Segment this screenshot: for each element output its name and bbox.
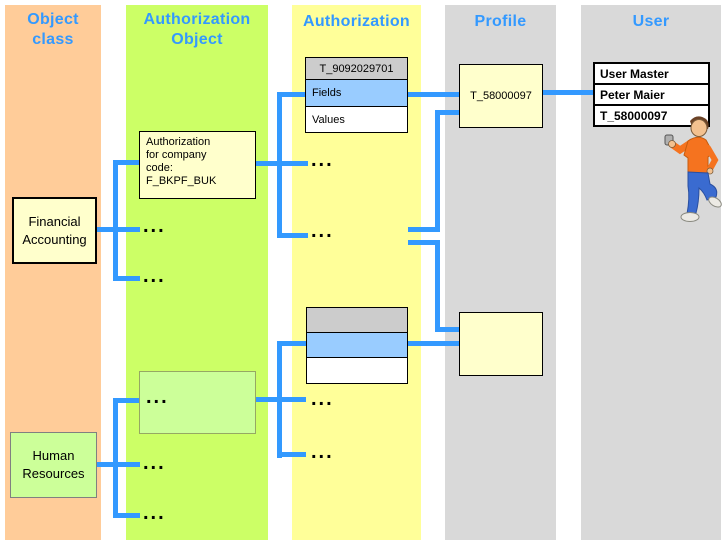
authorization-table-1-values-row: Values: [305, 106, 408, 133]
connector-hr-branch: [113, 398, 118, 518]
connector-profile1-down: [435, 110, 440, 232]
placeholder-dots-auth-4: ...: [311, 441, 334, 463]
column-header-object-class: Object class: [27, 11, 79, 48]
connector-lgbox-to-table2: [280, 341, 306, 346]
connector-fbkpf-branch: [277, 92, 282, 238]
placeholder-dots-auth-1: ...: [311, 149, 334, 171]
user-master-profile: T_58000097: [593, 104, 710, 127]
connector-lgbox-to-dots: [280, 452, 306, 457]
user-master-header: User Master: [593, 62, 710, 85]
connector-lgbox-branch: [277, 341, 282, 458]
authorization-table-1-header: T_9092029701: [305, 57, 408, 80]
placeholder-dots-authobj-2: ...: [143, 265, 166, 287]
profile-box-t58000097: T_58000097: [459, 64, 543, 128]
column-band-authorization-object: [126, 5, 268, 540]
connector-fbkpf-to-table1: [280, 92, 305, 97]
connector-hr-to-dots: [117, 513, 140, 518]
financial-accounting-box: Financial Accounting: [12, 197, 97, 264]
human-resources-box: Human Resources: [10, 432, 97, 498]
connector-fa-trunk: [96, 227, 140, 232]
connector-fa-to-dots: [117, 276, 140, 281]
connector-fa-to-fbkpf: [117, 160, 139, 165]
profile-box-empty: [459, 312, 543, 376]
connector-table1-to-profile1: [408, 92, 459, 97]
authorization-table-1: T_9092029701 Fields Values: [305, 57, 408, 133]
authorization-table-2-values-row: [306, 357, 408, 384]
placeholder-dots-authobj-3: ...: [146, 386, 169, 408]
user-master-table: User Master Peter Maier T_58000097: [593, 62, 710, 127]
authorization-object-fbkpf-box: Authorization for company code: F_BKPF_B…: [139, 131, 256, 199]
connector-into-profile2: [438, 327, 459, 332]
placeholder-dots-authobj-1: ...: [143, 215, 166, 237]
placeholder-dots-auth-2: ...: [311, 220, 334, 242]
column-header-user: User: [632, 13, 670, 30]
placeholder-dots-authobj-5: ...: [143, 502, 166, 524]
connector-profile1-stub: [408, 227, 440, 232]
column-header-profile: Profile: [474, 13, 527, 30]
connector-fa-branch: [113, 160, 118, 281]
connector-dots-down: [435, 240, 440, 332]
connector-dots-stub: [408, 240, 440, 245]
authorization-table-1-fields-row: Fields: [305, 79, 408, 107]
connector-profile1-to-user: [543, 90, 593, 95]
authorization-table-2: [306, 307, 408, 384]
connector-table2-to-profile2: [408, 341, 459, 346]
user-master-name: Peter Maier: [593, 83, 710, 106]
column-header-authorization: Authorization: [303, 13, 410, 30]
authorization-table-2-header: [306, 307, 408, 333]
connector-fbkpf-to-dots: [280, 233, 308, 238]
placeholder-dots-authobj-4: ...: [143, 452, 166, 474]
connector-profile1-side: [435, 110, 459, 115]
column-header-authorization-object: Authorization Object: [143, 11, 251, 48]
user-person-illustration: [664, 116, 722, 222]
connector-hr-to-lgbox: [117, 398, 139, 403]
authorization-table-2-fields-row: [306, 332, 408, 358]
placeholder-dots-auth-3: ...: [311, 388, 334, 410]
authorization-object-placeholder-box: [139, 371, 256, 434]
connector-hr-trunk: [96, 462, 140, 467]
